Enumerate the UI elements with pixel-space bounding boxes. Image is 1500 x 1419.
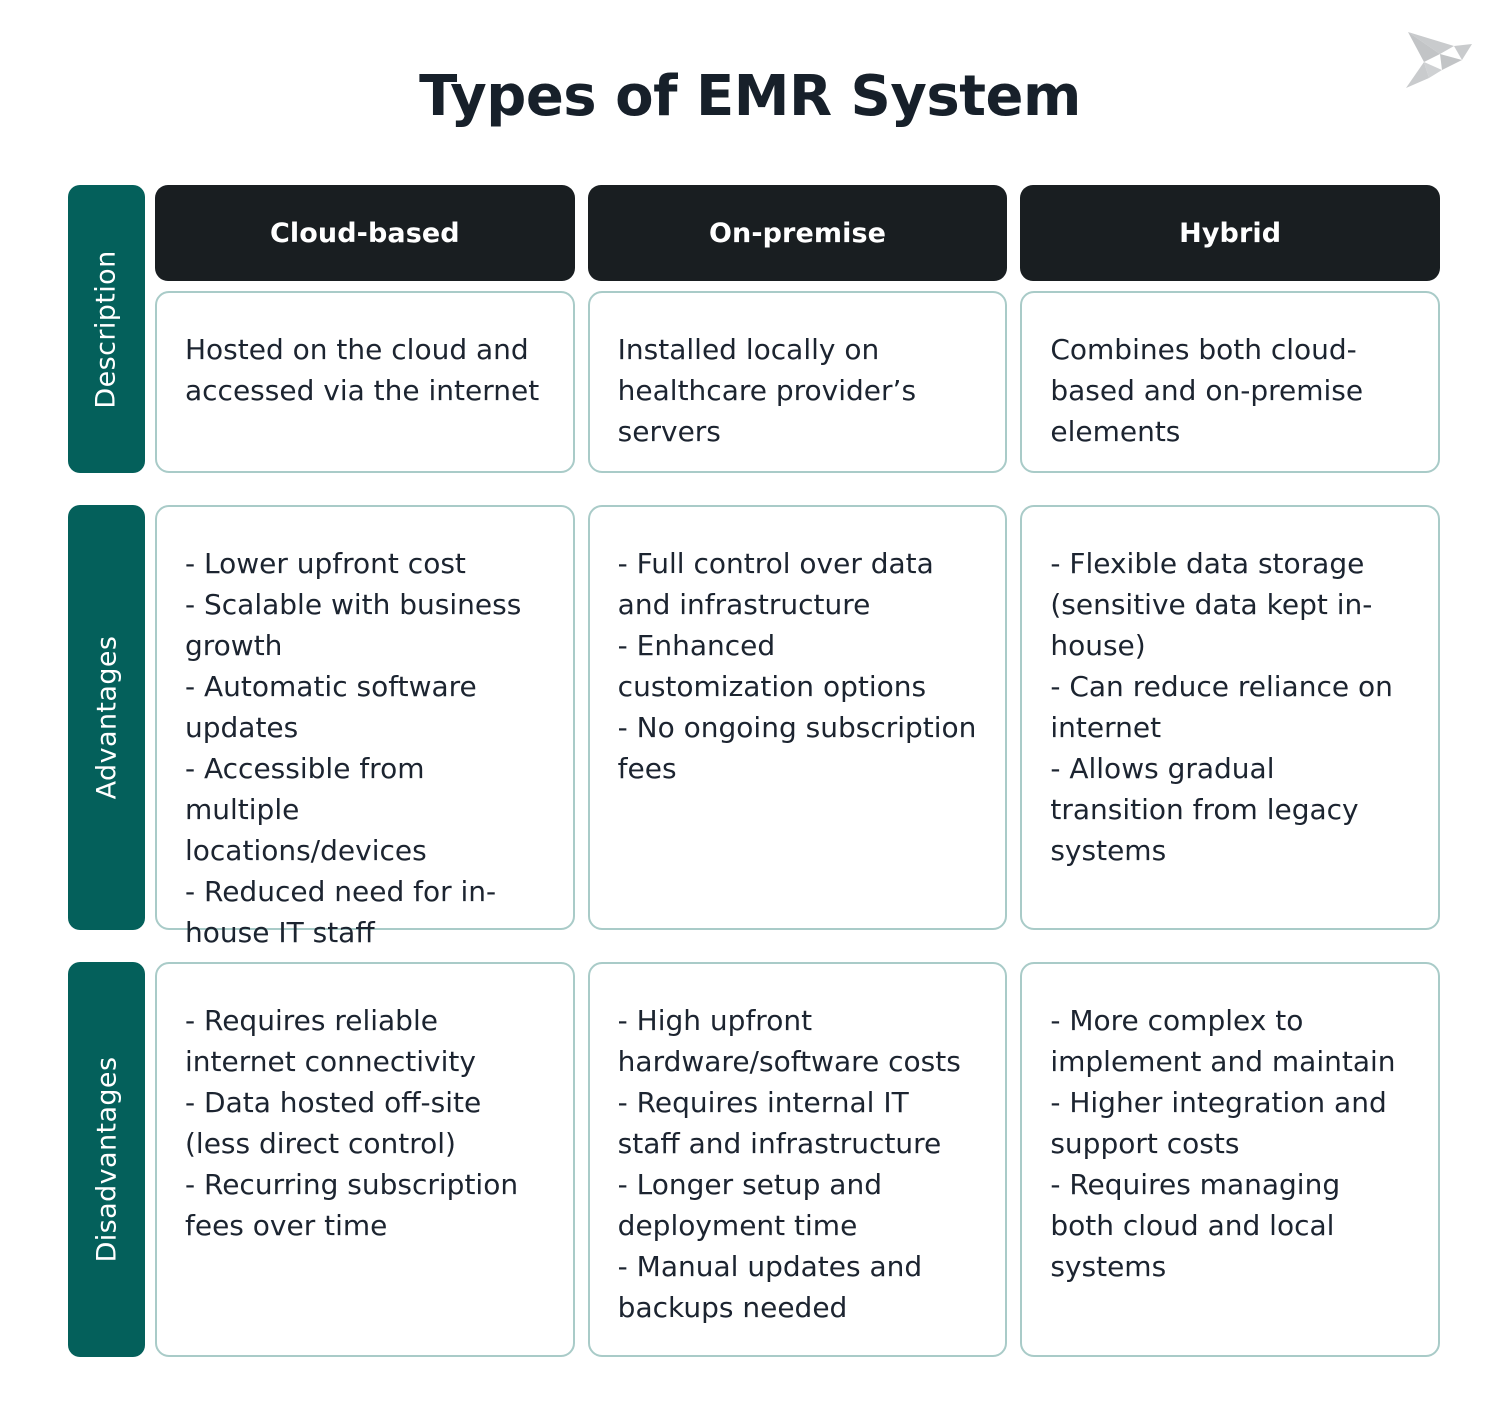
row-columns: Cloud-based Hosted on the cloud and acce…: [155, 185, 1441, 473]
column-on-premise: - Full control over data and infrastruct…: [587, 505, 1008, 930]
row-label-description: Description: [68, 185, 145, 473]
table-row-description: Description Cloud-based Hosted on the cl…: [68, 185, 1441, 473]
cell-disadvantages-on-premise: - High upfront hardware/software costs -…: [587, 962, 1008, 1357]
cell-disadvantages-cloud-based: - Requires reliable internet connectivit…: [155, 962, 575, 1357]
column-hybrid: - More complex to implement and maintain…: [1020, 962, 1441, 1357]
table-row-disadvantages: Disadvantages - Requires reliable intern…: [68, 962, 1441, 1357]
row-label-advantages-text: Advantages: [91, 635, 123, 800]
cell-description-hybrid: Combines both cloud-based and on-premise…: [1020, 291, 1441, 473]
row-label-disadvantages: Disadvantages: [68, 962, 145, 1357]
column-on-premise: On-premise Installed locally on healthca…: [587, 185, 1008, 473]
column-cloud-based: Cloud-based Hosted on the cloud and acce…: [155, 185, 575, 473]
cell-disadvantages-hybrid: - More complex to implement and maintain…: [1020, 962, 1441, 1357]
column-cloud-based: - Requires reliable internet connectivit…: [155, 962, 575, 1357]
column-cloud-based: - Lower upfront cost - Scalable with bus…: [155, 505, 575, 949]
cell-advantages-on-premise: - Full control over data and infrastruct…: [587, 505, 1008, 930]
row-label-advantages: Advantages: [68, 505, 145, 930]
cell-advantages-hybrid: - Flexible data storage (sensitive data …: [1020, 505, 1441, 930]
row-label-description-text: Description: [91, 249, 122, 409]
table-row-advantages: Advantages - Lower upfront cost - Scalab…: [68, 505, 1441, 949]
comparison-table: Description Cloud-based Hosted on the cl…: [68, 185, 1441, 1357]
column-on-premise: - High upfront hardware/software costs -…: [587, 962, 1008, 1357]
row-label-disadvantages-text: Disadvantages: [91, 1056, 123, 1263]
column-header-hybrid[interactable]: Hybrid: [1020, 185, 1441, 281]
row-columns: - Requires reliable internet connectivit…: [155, 962, 1441, 1357]
origami-bird-logo: [1384, 18, 1480, 96]
cell-advantages-cloud-based: - Lower upfront cost - Scalable with bus…: [155, 505, 575, 949]
cell-description-on-premise: Installed locally on healthcare provider…: [587, 291, 1008, 473]
column-header-on-premise[interactable]: On-premise: [587, 185, 1008, 281]
page-title: Types of EMR System: [419, 64, 1081, 129]
column-header-cloud-based[interactable]: Cloud-based: [155, 185, 575, 281]
cell-description-cloud-based: Hosted on the cloud and accessed via the…: [155, 291, 575, 473]
column-hybrid: Hybrid Combines both cloud-based and on-…: [1020, 185, 1441, 473]
column-hybrid: - Flexible data storage (sensitive data …: [1020, 505, 1441, 930]
row-columns: - Lower upfront cost - Scalable with bus…: [155, 505, 1441, 949]
